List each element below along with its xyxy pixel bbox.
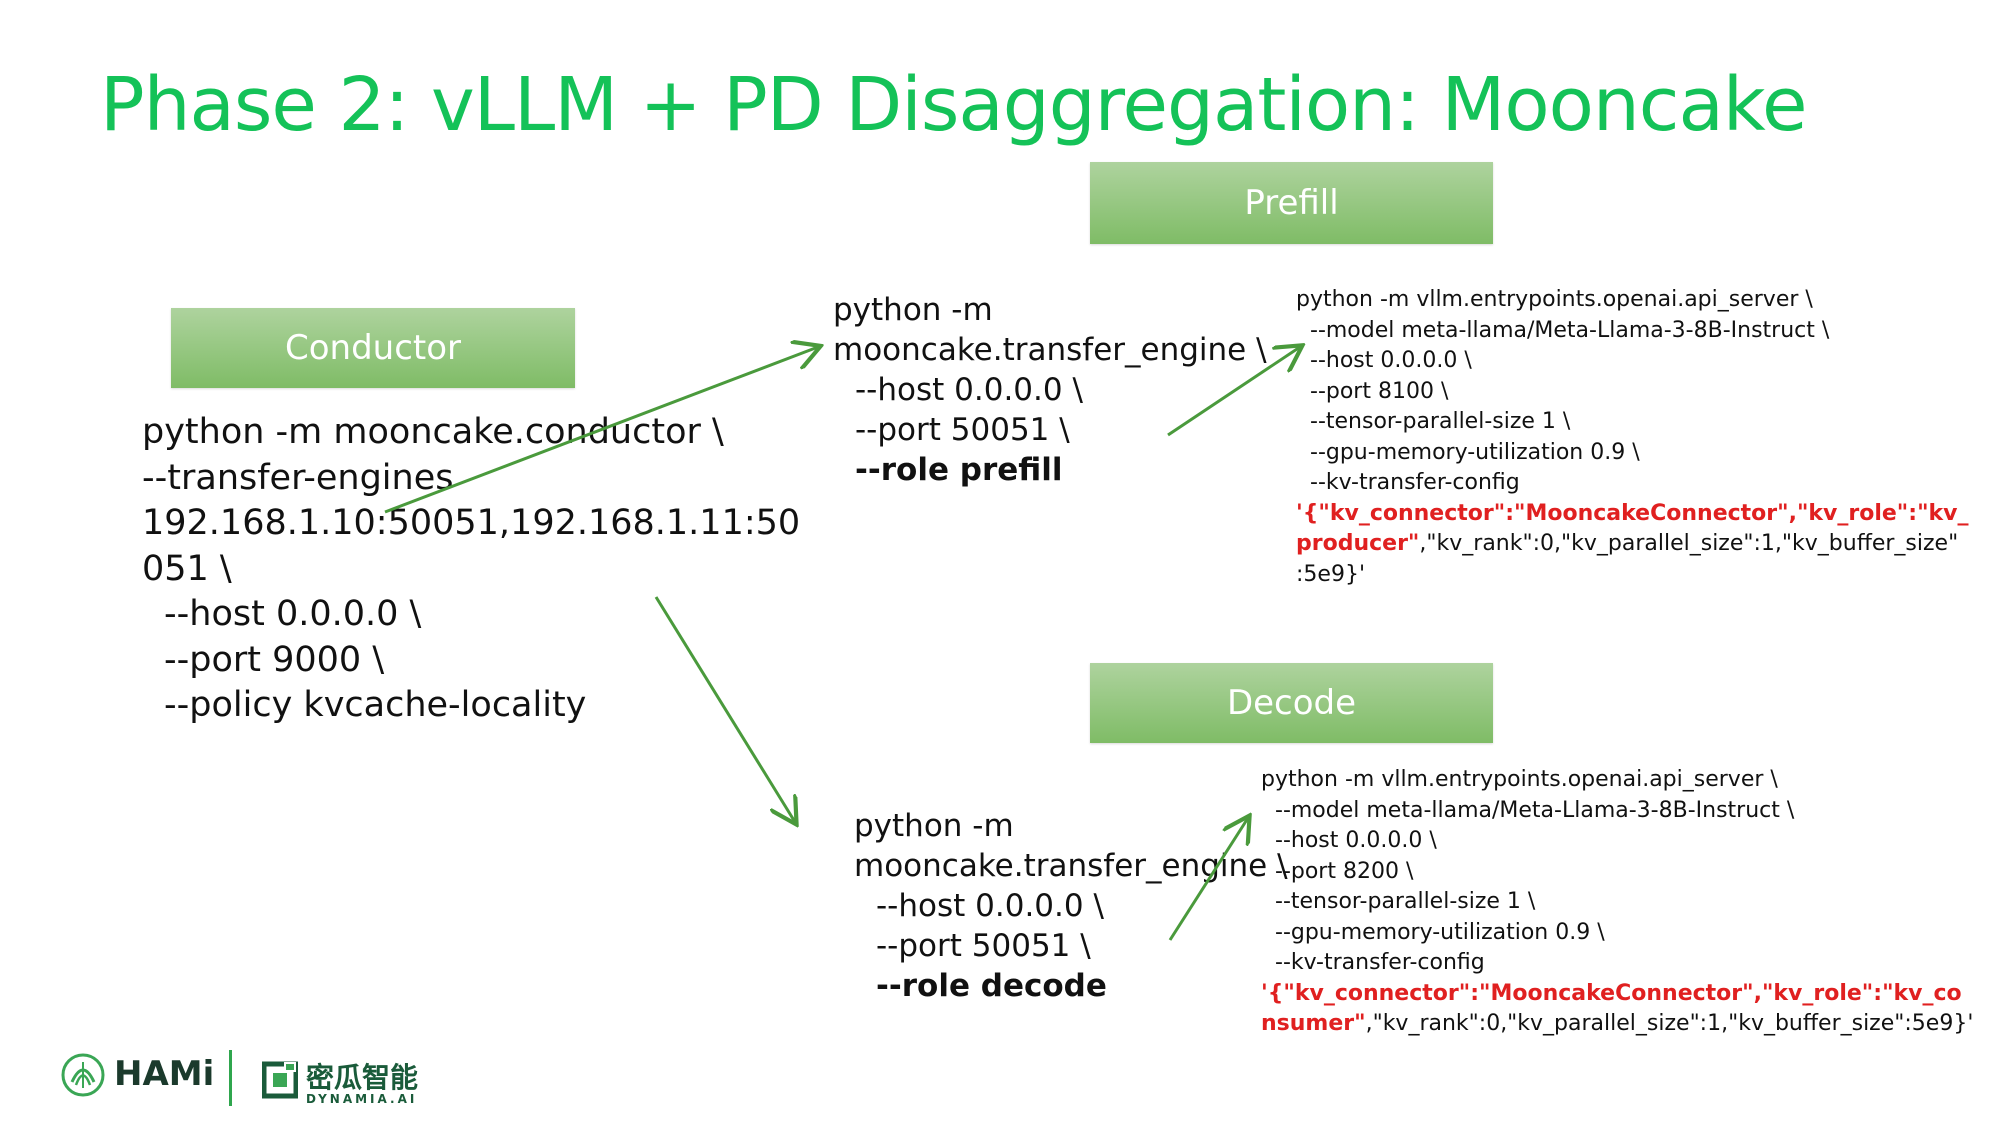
kv-config-line: :5e9}' — [1296, 561, 1365, 587]
engine-role-line: --role prefill — [855, 452, 1063, 488]
vllm-cmd-line: --gpu-memory-utilization 0.9 \ — [1310, 439, 1640, 465]
vllm-cmd-line: --kv-transfer-config — [1310, 470, 1520, 495]
slide-title: Phase 2: vLLM + PD Disaggregation: Moonc… — [100, 62, 1808, 148]
conductor-label: Conductor — [284, 328, 462, 368]
kv-config-line: nsumer","kv_rank":0,"kv_parallel_size":1… — [1261, 1009, 1973, 1040]
vllm-cmd-line: --tensor-parallel-size 1 \ — [1310, 409, 1571, 434]
prefill-box: Prefill — [1090, 162, 1493, 244]
kv-config-line: producer","kv_rank":0,"kv_parallel_size"… — [1296, 529, 1969, 560]
kv-config-highlight: '{"kv_connector":"MooncakeConnector","kv… — [1296, 500, 1969, 526]
kv-config-rest: ,"kv_rank":0,"kv_parallel_size":1,"kv_bu… — [1365, 1011, 1974, 1036]
vllm-cmd-line: python -m vllm.entrypoints.openai.api_se… — [1261, 767, 1778, 792]
prefill-label: Prefill — [1244, 183, 1339, 223]
engine-cmd-line: python -m — [833, 292, 993, 328]
conductor-cmd-line: python -m mooncake.conductor \ — [142, 412, 724, 452]
prefill-vllm-command: python -m vllm.entrypoints.openai.api_se… — [1296, 285, 1969, 590]
vllm-cmd-line: --host 0.0.0.0 \ — [1275, 828, 1437, 853]
dynamia-logo-en: DYNAMIA.AI — [306, 1092, 418, 1106]
kv-role-highlight: nsumer" — [1261, 1011, 1366, 1036]
vllm-cmd-line: --port 8200 \ — [1275, 858, 1414, 884]
engine-cmd-line: --host 0.0.0.0 \ — [876, 888, 1104, 924]
kv-config-rest: ,"kv_rank":0,"kv_parallel_size":1,"kv_bu… — [1419, 531, 1959, 556]
conductor-cmd-line: 051 \ — [142, 548, 232, 589]
engine-cmd-line: mooncake.transfer_engine \ — [833, 332, 1267, 368]
hami-logo-text: HAMi — [114, 1054, 215, 1094]
vllm-cmd-line: --gpu-memory-utilization 0.9 \ — [1275, 919, 1605, 945]
conductor-cmd-line: --port 9000 \ — [164, 639, 385, 680]
conductor-cmd-line: --transfer-engines — [142, 457, 454, 498]
conductor-command: python -m mooncake.conductor \ --transfe… — [142, 410, 800, 729]
decode-label: Decode — [1226, 683, 1357, 723]
kv-config-highlight: '{"kv_connector":"MooncakeConnector","kv… — [1261, 980, 1962, 1006]
vllm-cmd-line: --model meta-llama/Meta-Llama-3-8B-Instr… — [1275, 797, 1795, 823]
decode-engine-command: python -m mooncake.transfer_engine \ --h… — [854, 806, 1288, 1006]
vllm-cmd-line: --tensor-parallel-size 1 \ — [1275, 889, 1536, 914]
dynamia-logo-icon — [262, 1061, 298, 1099]
vllm-cmd-line: --kv-transfer-config — [1275, 950, 1485, 975]
engine-cmd-line: --port 50051 \ — [876, 928, 1091, 964]
engine-role-line: --role decode — [876, 968, 1107, 1004]
decode-vllm-command: python -m vllm.entrypoints.openai.api_se… — [1261, 765, 1973, 1040]
engine-cmd-line: --port 50051 \ — [855, 412, 1070, 448]
vllm-cmd-line: python -m vllm.entrypoints.openai.api_se… — [1296, 287, 1813, 312]
prefill-engine-command: python -m mooncake.transfer_engine \ --h… — [833, 290, 1267, 490]
conductor-box: Conductor — [171, 308, 575, 388]
engine-cmd-line: python -m — [854, 808, 1014, 844]
vllm-cmd-line: --port 8100 \ — [1310, 378, 1449, 404]
conductor-cmd-line: --host 0.0.0.0 \ — [164, 594, 422, 634]
conductor-cmd-line: --policy kvcache-locality — [164, 685, 587, 725]
conductor-cmd-line: 192.168.1.10:50051,192.168.1.11:50 — [142, 503, 801, 543]
vllm-cmd-line: --host 0.0.0.0 \ — [1310, 348, 1472, 373]
engine-cmd-line: mooncake.transfer_engine \ — [854, 848, 1288, 884]
hami-logo-icon — [61, 1053, 105, 1097]
dynamia-logo-cn: 密瓜智能 — [306, 1061, 419, 1094]
footer-divider — [229, 1050, 232, 1106]
engine-cmd-line: --host 0.0.0.0 \ — [855, 372, 1083, 408]
vllm-cmd-line: --model meta-llama/Meta-Llama-3-8B-Instr… — [1310, 317, 1830, 343]
decode-box: Decode — [1090, 663, 1493, 743]
kv-role-highlight: producer" — [1296, 531, 1420, 556]
